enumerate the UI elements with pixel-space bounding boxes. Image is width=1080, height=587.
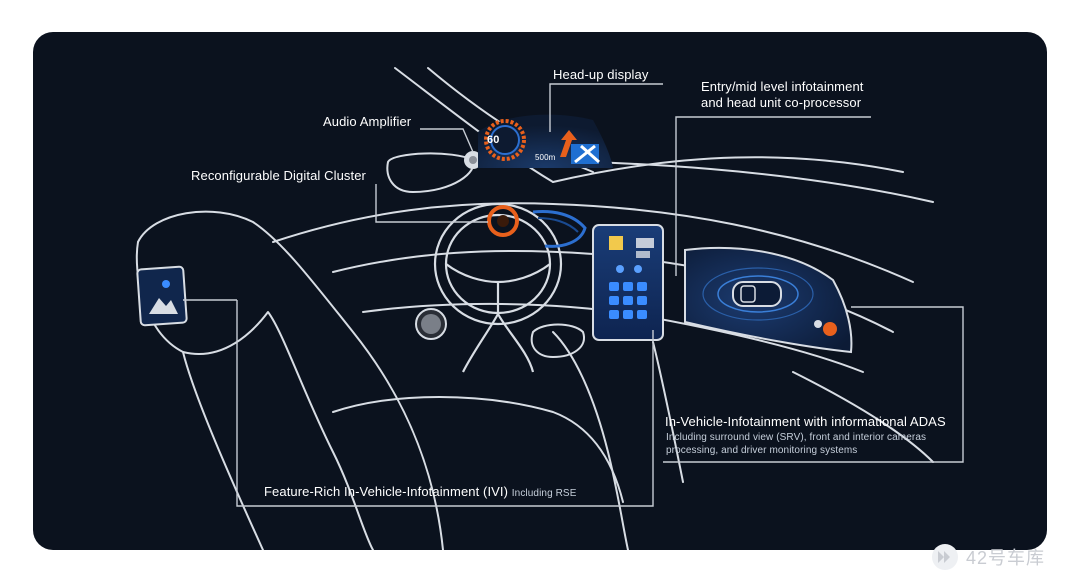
feature-rich-ivi-title: Feature-Rich In-Vehicle-Infotainment (IV… — [264, 484, 509, 499]
a-pillar-line — [394, 67, 554, 183]
label-entry-mid-line1: Entry/mid level infotainment — [701, 79, 864, 94]
center-screen — [592, 224, 664, 341]
console — [552, 331, 629, 550]
hud-projection — [478, 114, 613, 168]
leader-audio — [420, 128, 474, 153]
dashboard-top — [272, 202, 914, 283]
watermark-logo-icon — [932, 544, 958, 570]
roof-line — [552, 156, 904, 183]
watermark-text: 42号车库 — [966, 548, 1046, 568]
label-feature-rich-ivi: Feature-Rich In-Vehicle-Infotainment (IV… — [264, 484, 576, 502]
label-audio-amplifier: Audio Amplifier — [323, 114, 412, 129]
label-digital-cluster: Reconfigurable Digital Cluster — [191, 168, 366, 183]
mirror — [386, 152, 475, 193]
leader-adas — [663, 306, 964, 463]
leader-feature-ivi — [236, 300, 654, 507]
speaker-grille — [415, 308, 447, 340]
label-head-up-display: Head-up display — [553, 67, 649, 82]
gear-area — [530, 323, 585, 358]
car-interior-illustration — [135, 67, 964, 550]
leader-hud — [549, 83, 663, 132]
steering-wheel — [433, 202, 563, 373]
label-ivi-adas-title: In-Vehicle-Infotainment with information… — [665, 414, 946, 429]
label-ivi-adas-sub1: Including surround view (SRV), front and… — [666, 432, 927, 443]
seat-outline — [137, 210, 444, 550]
hud-distance: 500m — [535, 153, 556, 162]
console-2 — [652, 341, 684, 483]
seat-side — [182, 351, 264, 550]
label-ivi-adas-sub2: processing, and driver monitoring system… — [666, 445, 858, 456]
feature-rich-ivi-sub: Including RSE — [511, 488, 577, 499]
tweeter — [464, 151, 482, 169]
label-entry-mid-line2: and head unit co-processor — [701, 95, 862, 110]
rse-screen — [136, 265, 188, 327]
cluster-ring — [487, 205, 519, 237]
hud-speed: 60 — [487, 134, 500, 146]
leader-entry-mid — [675, 116, 871, 276]
diagram-panel: Head-up display Entry/mid level infotain… — [33, 32, 1047, 550]
seat-cushion — [332, 396, 624, 503]
leader-cluster — [375, 184, 488, 223]
adas-display — [684, 246, 853, 354]
watermark: 42号车库 — [930, 540, 1080, 574]
door-line — [792, 371, 934, 463]
